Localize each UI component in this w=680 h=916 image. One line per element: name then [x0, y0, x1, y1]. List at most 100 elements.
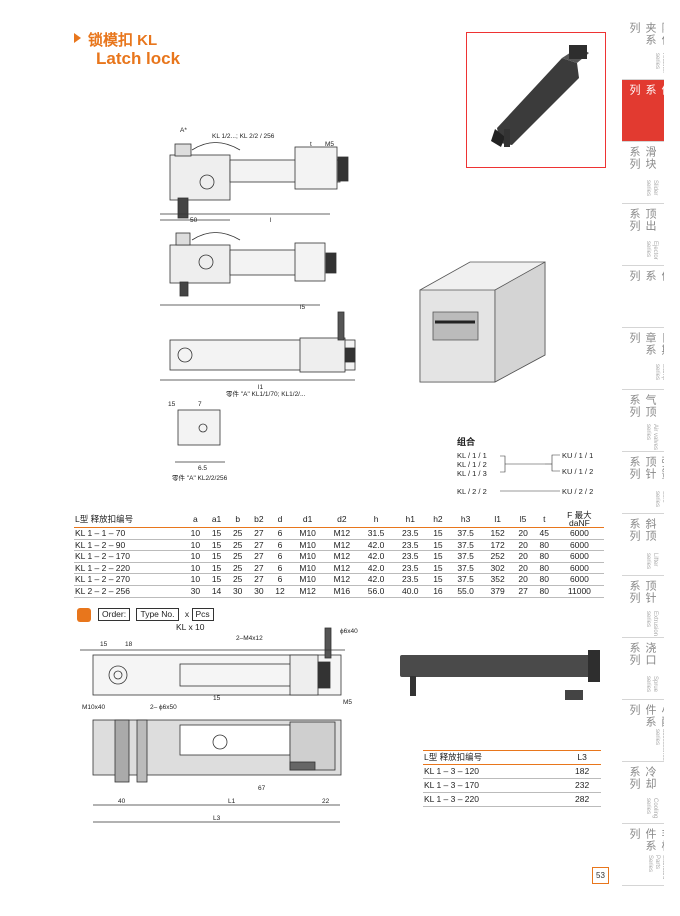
sidebar-item-label: 非标件系列 [628, 828, 664, 852]
sidebar-item-label: 小配件系列 [628, 704, 664, 728]
sidebar-item[interactable]: 小配件系列Small accessories series [622, 700, 664, 762]
mold-assembly-illustration [419, 261, 546, 383]
table-cell: 20 [518, 528, 528, 538]
dim-10h7: 15 [168, 401, 176, 408]
table-cell: 27 [518, 585, 528, 596]
table-cell: M12 [299, 585, 316, 596]
combo-left-4: KL / 2 / 2 [457, 487, 487, 496]
col-header-b: b [227, 511, 249, 528]
table-cell: 56.0 [367, 585, 385, 596]
sidebar-item-label: 顶针系列 [628, 580, 656, 604]
combo-right-2: KU / 1 / 2 [562, 467, 594, 476]
sidebar-item[interactable]: 非标件系列Non-Standard Parts Series [622, 824, 664, 886]
table-cell: 15 [211, 574, 222, 585]
sidebar-item-sublabel: Positioning components series [626, 294, 664, 327]
dim-l: l [270, 217, 272, 224]
table-cell: KL 1 – 1 – 70 [75, 528, 126, 538]
table-cell: 14 [211, 585, 222, 596]
table-cell: 10 [190, 562, 201, 573]
combo-left-2: KL / 1 / 2 [457, 460, 487, 469]
sidebar-item-label: 弹簧顶针系列 [628, 456, 664, 480]
sidebar-item[interactable]: 弹簧顶针系列 Spring core series [622, 452, 664, 514]
dim-l1: l1 [258, 384, 263, 391]
col-header-h1: h1 [393, 511, 428, 528]
sidebar-item[interactable]: 锁模组件系列Mold locking components series [622, 80, 664, 142]
order-line: Order: Type No. x Pcs [98, 608, 218, 621]
table-cell: 6000 [569, 562, 589, 573]
table-cell: 10 [190, 539, 201, 550]
table-cell: 16 [433, 585, 443, 596]
table-cell: 379 [490, 585, 505, 596]
technical-drawing-top: A* KL 1/2...; KL 2/2 / 256 零件 "A" KL1/1/… [160, 127, 356, 482]
table-cell: 282 [563, 792, 601, 807]
sidebar-item-sublabel: Air valves series [645, 424, 658, 451]
l3-col-header-model: L型 释放扣编号 [423, 750, 564, 765]
label-a-star: A* [180, 127, 187, 134]
sidebar-item[interactable]: 日期章系列Date stamp series [622, 328, 664, 390]
sidebar-item-label: 定位组件系列 [628, 270, 664, 282]
table-cell: 31.5 [367, 528, 385, 538]
table-cell: KL 1 – 2 – 220 [75, 562, 130, 573]
table-cell: 23.5 [401, 562, 419, 573]
col-header-d1: d1 [290, 511, 325, 528]
sidebar-item-label: 顶出系列 [628, 208, 656, 232]
dim-13: 7 [198, 401, 202, 408]
col-header-h: h [358, 511, 394, 528]
col-header-b2: b2 [248, 511, 270, 528]
product-photo [466, 32, 606, 168]
table-cell: M16 [333, 585, 351, 596]
table-cell: 42.0 [367, 539, 385, 550]
table-cell: 6000 [569, 551, 589, 562]
combo-right-3: KU / 2 / 2 [562, 487, 594, 496]
dim-67: 67 [258, 785, 266, 792]
sidebar-item-label: 锁模组件系列 [628, 84, 664, 96]
dim-l3: L3 [213, 815, 221, 822]
table-cell: 12 [275, 585, 285, 596]
label-part-note: 零件 "A" KL1/1/70; KL1/2/... [226, 389, 306, 398]
table-cell: 25 [232, 551, 243, 562]
sidebar-item[interactable]: 限位夹系列 Slide retainer series [622, 18, 664, 80]
dim-40: 40 [118, 798, 126, 805]
table-cell: 15 [211, 539, 222, 550]
col-header-d2: d2 [324, 511, 359, 528]
sidebar-item-sublabel: Slide retainer series [654, 52, 664, 74]
col-header-l1: l1 [482, 511, 513, 528]
sidebar-item-sublabel: Extrusion series [645, 610, 658, 636]
sidebar-item-label: 浇口系列 [628, 642, 656, 666]
table-cell: 152 [490, 528, 505, 538]
sidebar-item[interactable]: 顶针系列 Extrusion series [622, 576, 664, 638]
table-cell: 80 [539, 585, 549, 596]
order-type-no: Type No. [136, 608, 179, 621]
table-cell: 11000 [567, 585, 591, 596]
table-cell: 27 [254, 528, 264, 538]
table-cell: 15 [433, 574, 443, 585]
table-cell: 42.0 [367, 574, 385, 585]
table-cell: 6000 [569, 574, 589, 585]
sidebar-item-label: 限位夹系列 [628, 22, 664, 46]
table-cell: 80 [539, 562, 549, 573]
page-number: 53 [592, 867, 609, 884]
label-part-note2: 零件 "A" KL2/2/256 [172, 473, 228, 482]
table-cell: 6 [277, 539, 283, 550]
table-cell: 55.0 [457, 585, 474, 596]
sidebar-item-sublabel: Spring core series [654, 490, 664, 507]
sidebar-item-sublabel: Sprue series [645, 675, 658, 692]
sidebar-item[interactable]: 定位组件系列 Positioning components series [622, 266, 664, 328]
sidebar-item[interactable]: 浇口系列 Sprue series [622, 638, 664, 700]
sidebar-item-label: 滑块系列 [628, 146, 656, 170]
table-cell: 42.0 [367, 562, 385, 573]
dim-10: 15 [213, 695, 221, 702]
table-cell: 23.5 [401, 539, 419, 550]
category-sidebar: 限位夹系列 Slide retainer series 锁模组件系列Mold loc… [622, 18, 664, 888]
sidebar-item-label: 斜顶系列 [628, 518, 656, 542]
table-cell: 27 [254, 551, 264, 562]
table-cell: M12 [333, 562, 351, 573]
